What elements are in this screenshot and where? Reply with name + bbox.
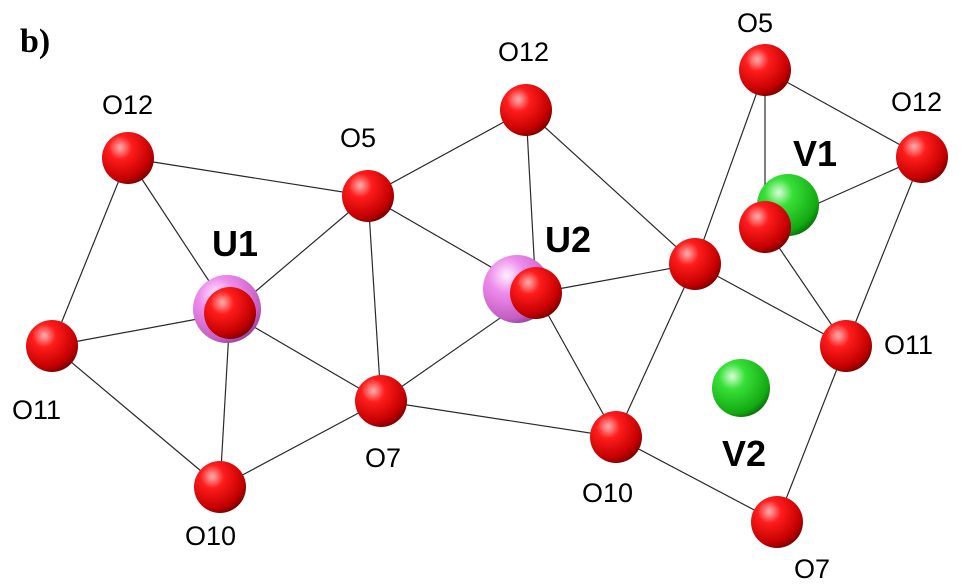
bond [51, 157, 129, 347]
oxygen-atom-on-u1 [204, 287, 256, 339]
oxygen-atom-o11-right [820, 320, 872, 372]
bond [615, 436, 778, 523]
vanadium-atom-v2 [712, 359, 770, 417]
label-o7-right: O7 [794, 554, 830, 584]
label-o12-left: O12 [102, 90, 153, 120]
oxygen-atom-o12-right [896, 131, 948, 183]
oxygen-atom-on-u2 [510, 267, 562, 319]
bond [776, 345, 847, 523]
oxygen-atom-o10-mid [590, 411, 642, 463]
bond [845, 156, 923, 347]
oxygen-atom-o11-left [26, 320, 78, 372]
panel-label: b) [20, 23, 50, 60]
bond [535, 263, 696, 294]
bond [694, 263, 847, 347]
label-o7-mid: O7 [365, 443, 401, 473]
label-u1: U1 [212, 223, 258, 264]
label-o11-right: O11 [884, 330, 933, 360]
oxygen-atom-o12-top [500, 84, 552, 136]
bond [51, 345, 221, 488]
oxygen-atom-on-v1 [739, 201, 791, 253]
label-o11-left: O11 [12, 395, 61, 425]
label-o10-mid: O10 [582, 478, 633, 508]
label-o10-left: O10 [185, 521, 236, 551]
oxygen-atom-o7-mid [355, 375, 407, 427]
bond [127, 157, 369, 197]
bond [219, 400, 382, 488]
label-o5-mid: O5 [340, 123, 376, 153]
oxygen-atom-bridge [669, 238, 721, 290]
bond [615, 263, 696, 438]
bond [367, 195, 382, 402]
oxygen-atom-o5-right [739, 44, 791, 96]
oxygen-atom-o12-left [102, 132, 154, 184]
bond [380, 400, 617, 438]
bond [525, 109, 696, 265]
oxygen-atom-o10-left [194, 461, 246, 513]
bond [535, 292, 617, 438]
bond [694, 69, 766, 265]
label-u2: U2 [545, 219, 591, 260]
oxygen-atom-o5-mid [342, 170, 394, 222]
label-v2: V2 [722, 433, 766, 474]
label-o5-right: O5 [737, 8, 773, 38]
bond [764, 69, 923, 158]
oxygen-atom-o7-right [751, 496, 803, 548]
label-v1: V1 [793, 133, 837, 174]
bond [367, 109, 527, 197]
label-o12-right: O12 [891, 87, 942, 117]
label-o12-top: O12 [498, 37, 549, 67]
